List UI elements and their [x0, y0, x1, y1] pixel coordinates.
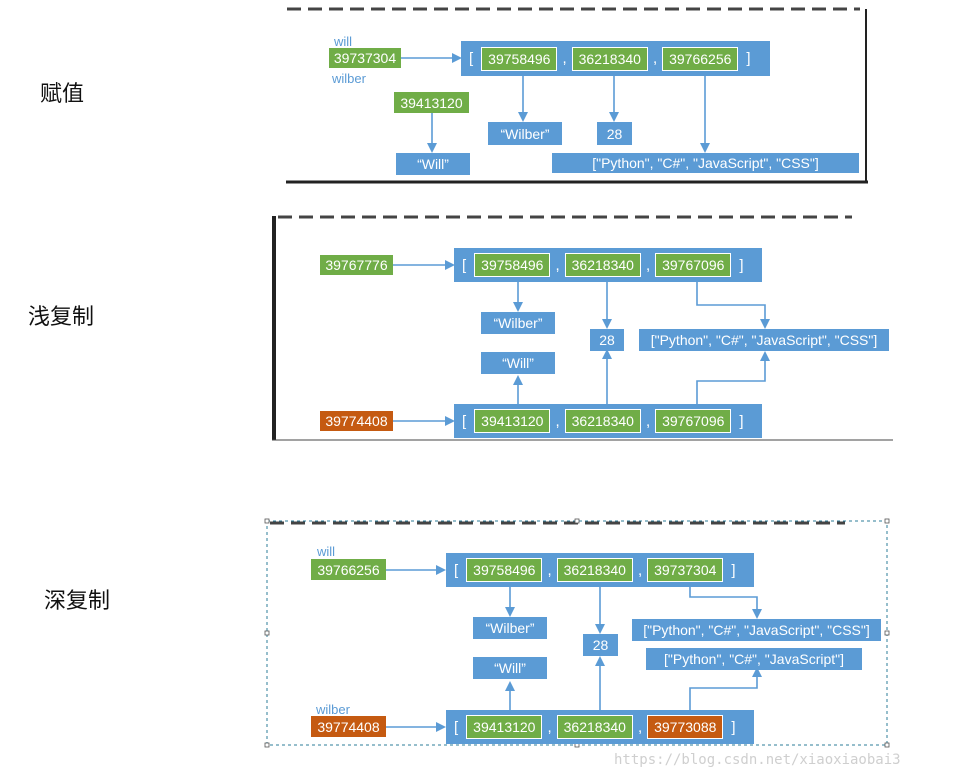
list-separator: , [645, 256, 651, 274]
arrow [689, 587, 762, 619]
list-cell-address: 39413120 [466, 715, 543, 739]
list-open-bracket: [ [469, 50, 474, 67]
list-object-languages: ["Python", "C#", "JavaScript", "CSS"] [632, 619, 881, 641]
frame-deep-copy [264, 518, 890, 748]
list-open-bracket: [ [462, 412, 467, 430]
address-box: 39767776 [320, 255, 393, 275]
list-object: [ 39758496 , 36218340 , 39737304 ] [446, 553, 754, 587]
list-object-languages: ["Python", "C#", "JavaScript", "CSS"] [639, 329, 889, 351]
list-object: [ 39413120 , 36218340 , 39767096 ] [454, 404, 762, 438]
list-object-languages-copy: ["Python", "C#", "JavaScript"] [646, 648, 862, 670]
string-object: “Will” [396, 153, 470, 175]
address-box-new: 39774408 [320, 411, 393, 431]
frame-assign [286, 7, 868, 184]
list-cell-address: 39767096 [655, 409, 732, 433]
list-separator: , [645, 412, 651, 430]
section-label-shallow-copy: 浅复制 [28, 305, 95, 330]
list-separator: , [562, 50, 567, 67]
list-open-bracket: [ [462, 256, 467, 274]
string-object: “Will” [473, 657, 547, 679]
list-open-bracket: [ [454, 561, 459, 579]
var-label-wilber: wilber [332, 71, 366, 86]
section-label-deep-copy: 深复制 [44, 589, 111, 614]
list-close-bracket: ] [739, 256, 744, 274]
list-close-bracket: ] [731, 718, 736, 736]
list-object-languages: ["Python", "C#", "JavaScript", "CSS"] [552, 153, 859, 173]
list-cell-address: 39737304 [647, 558, 724, 582]
var-label-wilber: wilber [316, 702, 350, 717]
list-object: [ 39758496 , 36218340 , 39767096 ] [454, 248, 762, 282]
int-object: 28 [583, 634, 618, 656]
list-cell-address: 36218340 [564, 409, 641, 433]
list-object: [ 39758496 , 36218340 , 39766256 ] [461, 41, 770, 76]
int-object: 28 [597, 122, 632, 145]
section-label-assign: 赋值 [40, 82, 85, 107]
list-open-bracket: [ [454, 718, 459, 736]
list-cell-address: 39767096 [655, 253, 732, 277]
list-close-bracket: ] [739, 412, 744, 430]
list-cell-address: 39413120 [474, 409, 551, 433]
list-separator: , [652, 50, 658, 67]
var-label-will: will [317, 544, 336, 559]
string-object: “Wilber” [488, 122, 562, 145]
address-box-new: 39774408 [311, 716, 386, 737]
list-cell-address-new: 39773088 [647, 715, 724, 739]
arrow [696, 351, 770, 404]
list-cell-address: 39758496 [466, 558, 543, 582]
arrow [689, 667, 762, 710]
address-box: 39737304 [329, 48, 401, 68]
string-object: “Wilber” [473, 617, 547, 639]
list-cell-address: 39766256 [662, 46, 739, 71]
string-object: “Wilber” [481, 312, 555, 334]
int-object: 28 [590, 329, 624, 351]
list-object: [ 39413120 , 36218340 , 39773088 ] [446, 710, 754, 744]
address-box: 39766256 [311, 559, 386, 580]
list-separator: , [555, 256, 560, 274]
frame-shallow-copy [272, 215, 893, 441]
list-close-bracket: ] [746, 50, 751, 67]
list-separator: , [547, 718, 552, 736]
watermark-text: https://blog.csdn.net/xiaoxiaobai3 [614, 752, 901, 768]
list-separator: , [555, 412, 560, 430]
list-cell-address: 36218340 [556, 558, 633, 582]
string-object: “Will” [481, 352, 555, 374]
list-cell-address: 36218340 [556, 715, 633, 739]
list-cell-address: 39758496 [474, 253, 551, 277]
list-separator: , [637, 718, 643, 736]
list-separator: , [547, 561, 552, 579]
address-box: 39413120 [394, 92, 469, 113]
var-label-will: will [334, 34, 353, 49]
list-close-bracket: ] [731, 561, 736, 579]
list-cell-address: 39758496 [481, 46, 558, 71]
arrow [696, 282, 770, 329]
list-separator: , [637, 561, 643, 579]
list-cell-address: 36218340 [571, 46, 648, 71]
list-cell-address: 36218340 [564, 253, 641, 277]
